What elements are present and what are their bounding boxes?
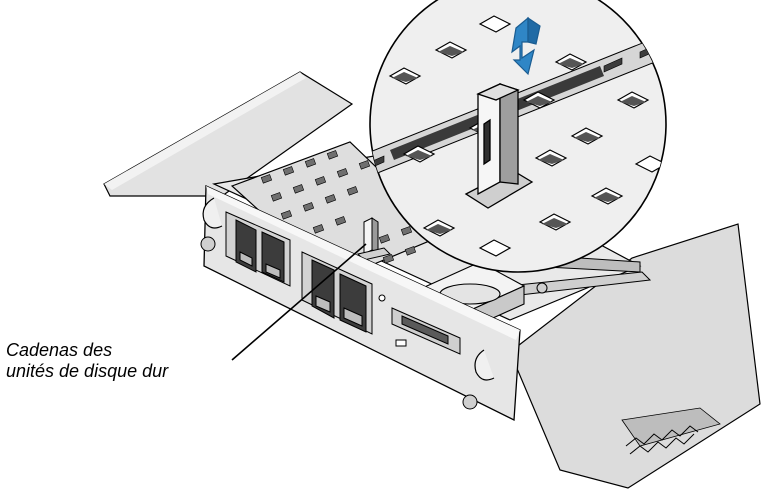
bezel-handles — [202, 197, 495, 381]
callout-line-1: Cadenas des — [6, 340, 113, 360]
callout-line-2: unités de disque dur — [6, 361, 169, 381]
drive-padlock — [357, 217, 391, 261]
thumbscrews — [200, 236, 548, 410]
zoom-detail — [369, 0, 667, 273]
lift-direction-arrow-icon — [511, 16, 541, 76]
drive-carriers-right — [301, 251, 373, 335]
drive-carriers-left — [225, 211, 291, 287]
cover-latch-marks — [625, 425, 699, 455]
front-panel-controls — [378, 294, 461, 355]
padlock-callout-label: Cadenas des unités de disque dur — [6, 340, 168, 382]
zoom-padlock-post — [464, 82, 534, 209]
callout-leader-line — [231, 243, 367, 361]
cage-perforations — [260, 150, 417, 264]
